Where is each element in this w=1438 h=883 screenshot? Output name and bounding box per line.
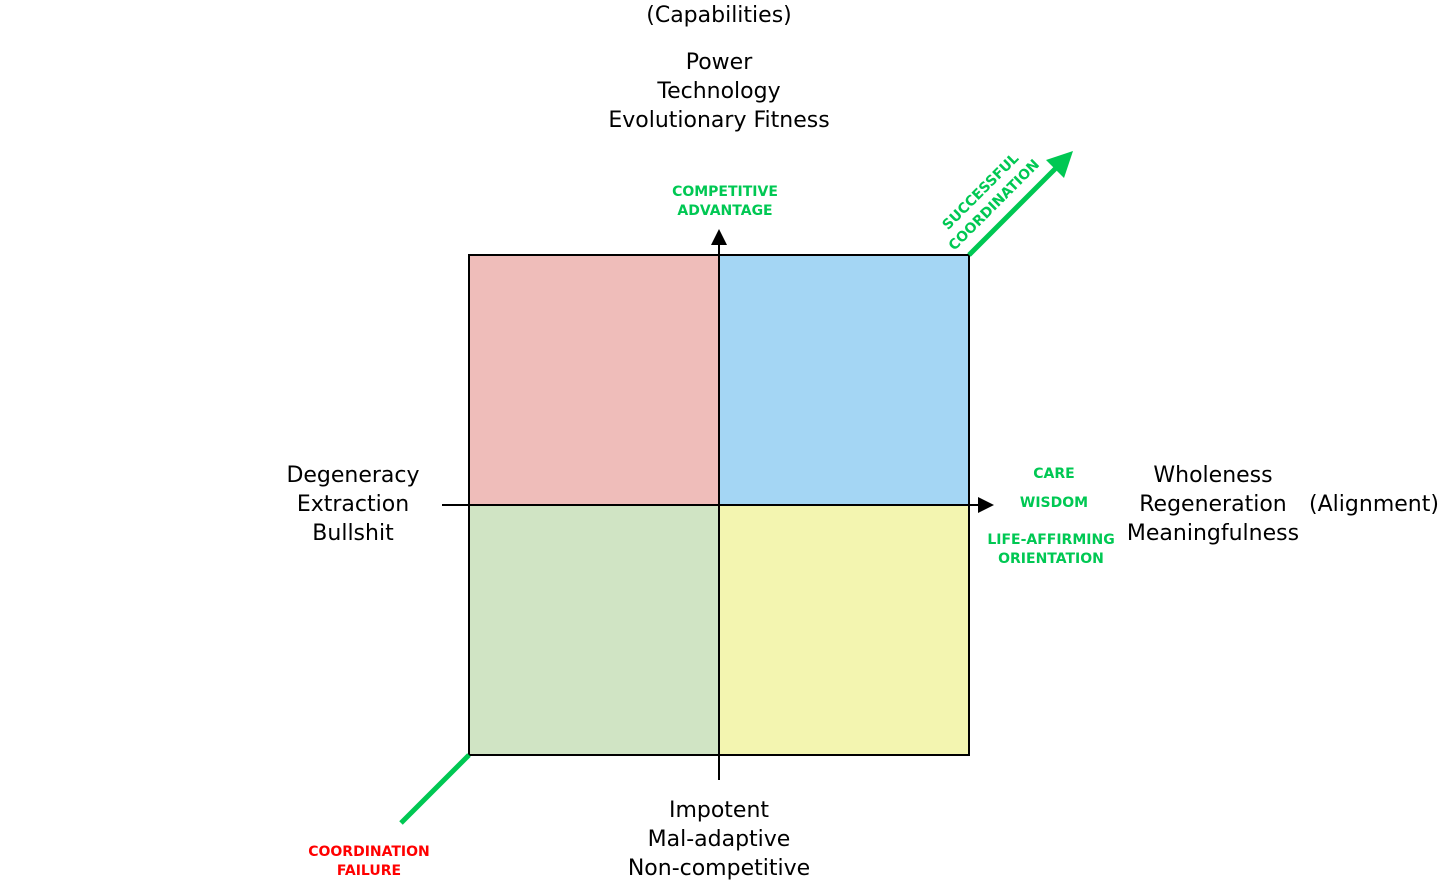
top-pole-labels: Power Technology Evolutionary Fitness: [569, 48, 869, 135]
top-label-power: Power: [685, 50, 753, 75]
care-text: CARE: [1033, 466, 1075, 482]
bottom-pole-labels: Impotent Mal-adaptive Non-competitive: [569, 796, 869, 883]
quadrant-bottom-right: [719, 505, 969, 755]
coordination-failure-line: [399, 753, 471, 825]
quadrant-top-left: [469, 255, 719, 505]
successful-coordination-arrowhead: [1046, 151, 1073, 178]
orientation-text: ORIENTATION: [998, 551, 1104, 567]
right-label-wholeness: Wholeness: [1153, 463, 1273, 488]
right-label-meaningfulness: Meaningfulness: [1126, 521, 1300, 546]
y-axis-name-text: (Capabilities): [646, 3, 792, 28]
left-label-degeneracy: Degeneracy: [286, 463, 420, 488]
top-label-technology: Technology: [657, 79, 781, 104]
coordination-failure-text-2: FAILURE: [336, 863, 402, 879]
wisdom-annotation: WISDOM: [1004, 494, 1104, 513]
bottom-label-non-competitive: Non-competitive: [627, 856, 811, 881]
advantage-text: ADVANTAGE: [677, 203, 773, 219]
coordination-failure-text-1: COORDINATION: [308, 844, 430, 860]
coordination-failure-annotation: COORDINATION FAILURE: [299, 843, 439, 881]
quadrant-top-right: [719, 255, 969, 505]
competitive-text: COMPETITIVE: [672, 184, 778, 200]
left-pole-labels: Degeneracy Extraction Bullshit: [263, 461, 443, 548]
competitive-advantage-annotation: COMPETITIVE ADVANTAGE: [660, 183, 790, 221]
left-label-extraction: Extraction: [296, 492, 410, 517]
life-affirming-annotation: LIFE-AFFIRMING ORIENTATION: [981, 531, 1121, 569]
life-affirming-text: LIFE-AFFIRMING: [987, 532, 1115, 548]
x-axis-name-text: (Alignment): [1309, 492, 1438, 517]
bottom-label-impotent: Impotent: [668, 798, 770, 823]
care-annotation: CARE: [1004, 465, 1104, 484]
x-axis-name: (Alignment): [1306, 490, 1438, 519]
right-label-regeneration: Regeneration: [1139, 492, 1287, 517]
right-pole-labels: Wholeness Regeneration Meaningfulness: [1118, 461, 1308, 548]
wisdom-text: WISDOM: [1019, 495, 1089, 511]
successful-coordination-arrow-line: [967, 166, 1058, 257]
left-label-bullshit: Bullshit: [312, 521, 394, 546]
quadrant-bottom-left: [469, 505, 719, 755]
horizontal-axis-arrowhead: [978, 497, 994, 513]
top-label-evolutionary-fitness: Evolutionary Fitness: [608, 108, 830, 133]
bottom-label-mal-adaptive: Mal-adaptive: [647, 827, 791, 852]
vertical-axis-arrowhead: [711, 229, 727, 245]
y-axis-name: (Capabilities): [619, 1, 819, 30]
